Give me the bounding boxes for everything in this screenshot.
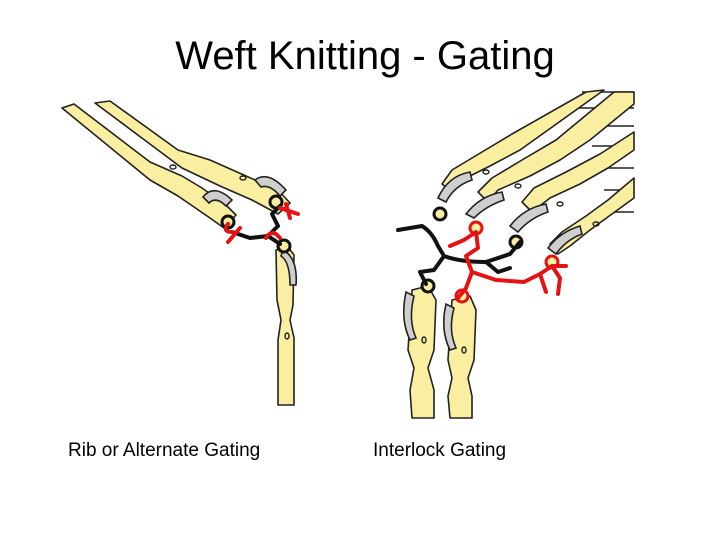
interlock-hook [442, 302, 458, 351]
interlock-yarn-black [396, 224, 522, 286]
rib-hook-1 [201, 189, 234, 208]
interlock-rivet [421, 336, 427, 344]
interlock-diagonal-needle-2 [477, 91, 635, 203]
rib-rivet [239, 175, 247, 181]
slide-title: Weft Knitting - Gating [175, 34, 555, 78]
caption-interlock-gating: Interlock Gating [373, 440, 507, 461]
interlock-rivet [482, 169, 490, 175]
rib-yarn-red [223, 202, 300, 244]
interlock-hook [436, 171, 473, 204]
interlock-rivet [514, 183, 522, 189]
rib-diagonal-needle-1 [61, 103, 237, 229]
interlock-loop [432, 206, 448, 222]
interlock-hook [546, 224, 583, 256]
interlock-hook [464, 191, 505, 219]
rib-vertical-needle [275, 246, 295, 406]
interlock-gating-diagram [396, 89, 635, 419]
rib-yarn-black [230, 204, 282, 240]
interlock-vertical-needle-2 [447, 295, 477, 419]
interlock-hook [402, 290, 418, 341]
interlock-rivet [556, 201, 564, 207]
rib-diagonal-needle-2 [94, 100, 291, 215]
rib-yarn-black [266, 234, 282, 246]
rib-gating-diagram [61, 100, 300, 406]
interlock-hook [508, 203, 549, 234]
rib-hook-3 [280, 248, 298, 286]
interlock-rivet [592, 221, 600, 227]
interlock-vertical-needle-1 [407, 285, 437, 419]
rib-rivet [169, 164, 177, 170]
interlock-yarn-red [448, 230, 568, 300]
rib-rivet [284, 332, 290, 340]
caption-rib-gating: Rib or Alternate Gating [68, 440, 261, 461]
interlock-rivet [461, 346, 467, 354]
